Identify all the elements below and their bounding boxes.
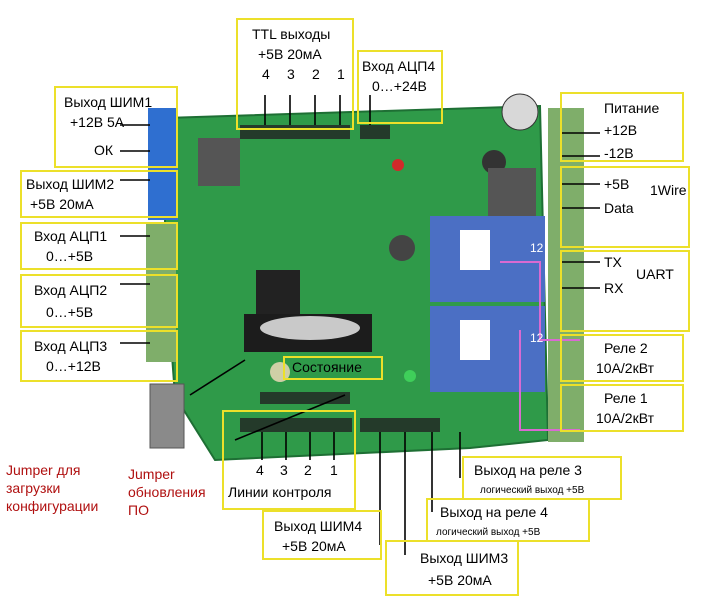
ctrl-pin-4: 4 <box>256 462 264 478</box>
pwm4-title: Выход ШИМ4 <box>274 518 363 534</box>
adc2-title: Вход АЦП2 <box>34 282 108 298</box>
pwm4-sub: +5В 20мА <box>282 538 346 554</box>
ttl-pin-3: 3 <box>287 66 295 82</box>
uart-rx: RX <box>604 280 624 296</box>
relay-2-mark: 12 <box>530 331 544 345</box>
relay3-output: Выход на реле 3 <box>474 462 582 478</box>
ok-label: ОК <box>94 142 114 158</box>
adc4-callout <box>357 50 443 124</box>
pwm2-callout <box>20 170 178 218</box>
relay2-title: Реле 2 <box>604 340 648 356</box>
uart-callout <box>560 250 690 332</box>
uart-tx: TX <box>604 254 622 270</box>
jumper-config-line1: Jumper для <box>6 462 81 478</box>
jumper-fw-line2: обновления <box>128 484 206 500</box>
adc3-title: Вход АЦП3 <box>34 338 108 354</box>
relay-1-window <box>460 230 490 270</box>
relay1-callout <box>560 384 684 432</box>
adc4-sub: 0…+24В <box>372 78 427 94</box>
ttl-title: TTL выходы <box>252 26 331 42</box>
terminal-block-pwm <box>148 108 178 220</box>
adc3-sub: 0…+12В <box>46 358 101 374</box>
ctrl-pin-3: 3 <box>280 462 288 478</box>
ctrl-pin-1: 1 <box>330 462 338 478</box>
terminal-block-adc <box>146 222 176 362</box>
control-lines-callout <box>222 410 356 510</box>
ctrl-pin-2: 2 <box>304 462 312 478</box>
adc4-header <box>360 125 390 139</box>
ttl-sub: +5В 20мА <box>258 46 322 62</box>
adc3-callout <box>20 330 178 382</box>
power-plus: +12В <box>604 122 638 138</box>
pwm3-title: Выход ШИМ3 <box>420 550 509 566</box>
relay2-sub: 10А/2кВт <box>596 360 654 376</box>
bottom-output-header <box>360 418 440 432</box>
onewire-title: 1Wire <box>650 182 687 198</box>
jumper-config-line2: загрузки <box>6 480 61 496</box>
green-led <box>404 370 416 382</box>
pwm3-callout <box>385 540 519 596</box>
relay4-logic: логический выход +5В <box>436 527 541 538</box>
pwm1-callout <box>54 86 178 168</box>
terminal-block-right <box>548 108 584 442</box>
uart-title: UART <box>636 266 674 282</box>
status-led <box>270 362 290 382</box>
jumper-header <box>260 392 350 404</box>
pwm2-title: Выход ШИМ2 <box>26 176 115 192</box>
onewire-callout <box>560 166 690 248</box>
jumper-fw-line3: ПО <box>128 502 149 518</box>
pwm4-callout <box>262 510 382 560</box>
status-label: Состояние <box>292 359 362 375</box>
pwm3-sub: +5В 20мА <box>428 572 492 588</box>
ttl-callout <box>236 18 354 130</box>
relay3-logic: логический выход +5В <box>480 485 585 496</box>
onewire-plus: +5В <box>604 176 630 192</box>
control-lines-title: Линии контроля <box>228 484 332 500</box>
config-jumper <box>149 383 185 449</box>
capacitor-mid <box>389 235 415 261</box>
relay2-callout <box>560 334 684 382</box>
power-minus: -12В <box>604 145 634 161</box>
microcontroller <box>256 270 300 314</box>
connector-arrows <box>120 95 600 555</box>
capacitor-large <box>501 93 539 131</box>
pwm2-sub: +5В 20мА <box>30 196 94 212</box>
ttl-pin-4: 4 <box>262 66 270 82</box>
jumper-fw-line1: Jumper <box>128 466 175 482</box>
onewire-data: Data <box>604 200 634 216</box>
relay-1-mark: 12 <box>530 241 544 255</box>
regulator-right <box>488 168 536 216</box>
adc2-sub: 0…+5В <box>46 304 94 320</box>
jumper-config-line3: конфигурации <box>6 498 99 514</box>
adc1-callout <box>20 222 178 270</box>
power-title: Питание <box>604 100 660 116</box>
ttl-pin-1: 1 <box>337 66 345 82</box>
control-lines-header <box>240 418 352 432</box>
relay1-title: Реле 1 <box>604 390 648 406</box>
voltage-regulator <box>198 138 240 186</box>
pwm1-title: Выход ШИМ1 <box>64 94 153 110</box>
red-led <box>392 159 404 171</box>
relay1-sub: 10А/2кВт <box>596 410 654 426</box>
relay4-output: Выход на реле 4 <box>440 504 548 520</box>
ttl-pin-2: 2 <box>312 66 320 82</box>
adc1-sub: 0…+5В <box>46 248 94 264</box>
adc1-title: Вход АЦП1 <box>34 228 108 244</box>
power-callout <box>560 92 684 162</box>
battery-coin <box>260 316 360 340</box>
pwm1-sub: +12В 5А <box>70 114 125 130</box>
adc4-title: Вход АЦП4 <box>362 58 436 74</box>
status-callout <box>283 356 383 380</box>
relay-2-window <box>460 320 490 360</box>
adc2-callout <box>20 274 178 328</box>
